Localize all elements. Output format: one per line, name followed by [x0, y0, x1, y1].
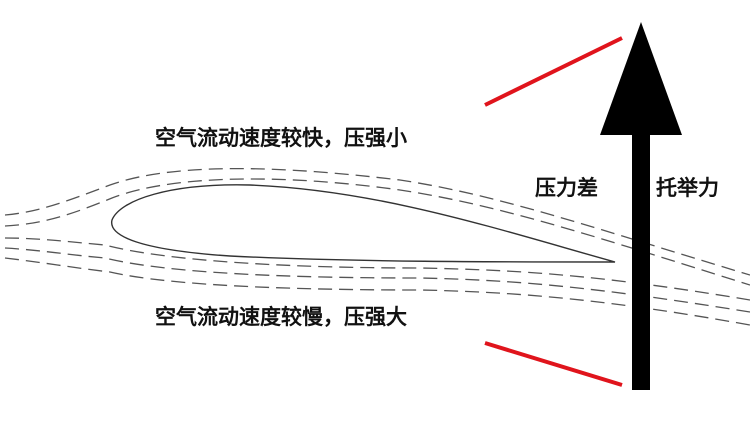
streamlines — [4, 167, 750, 326]
red-indicator-line-top — [484, 36, 623, 107]
bottom-surface-label: 空气流动速度较慢，压强大 — [155, 305, 407, 329]
pressure-difference-label: 压力差 — [535, 176, 598, 200]
streamline — [4, 167, 750, 276]
airfoil — [111, 184, 616, 263]
streamline — [4, 257, 750, 326]
lift-arrow — [600, 22, 682, 390]
streamline — [4, 237, 750, 301]
streamline — [4, 247, 750, 313]
lift-label: 托举力 — [656, 176, 719, 200]
red-indicator-line-bottom — [484, 341, 623, 387]
top-surface-label: 空气流动速度较快，压强小 — [155, 126, 407, 150]
streamline — [4, 178, 750, 286]
